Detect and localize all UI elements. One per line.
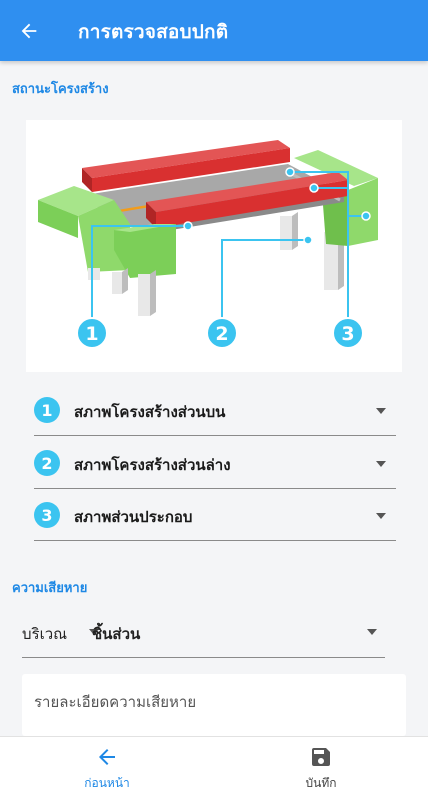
previous-button[interactable]: ก่อนหน้า bbox=[37, 737, 177, 801]
bottom-nav: ก่อนหน้า บันทึก bbox=[0, 736, 428, 801]
section-components[interactable]: 3 สภาพส่วนประกอบ bbox=[34, 488, 396, 541]
diagram-marker-3: 3 bbox=[332, 317, 364, 349]
diagram-marker-3-label: 3 bbox=[341, 323, 354, 345]
area-dropdown[interactable]: บริเวณ bbox=[22, 622, 67, 646]
section-number-badge: 2 bbox=[34, 450, 60, 476]
part-dropdown-label: ชิ้นส่วน bbox=[92, 625, 141, 643]
damage-filter-row: บริเวณ ชิ้นส่วน bbox=[22, 612, 385, 658]
leader-dots bbox=[183, 167, 371, 245]
caret-down-icon bbox=[376, 408, 386, 414]
caret-down-icon bbox=[367, 629, 377, 635]
save-icon bbox=[312, 748, 330, 766]
section-label: สภาพโครงสร้างส่วนล่าง bbox=[74, 456, 231, 474]
pier-back-mid bbox=[280, 212, 298, 250]
arrow-left-icon bbox=[99, 749, 115, 765]
bridge-diagram: 1 2 3 bbox=[26, 120, 402, 372]
section-label: สภาพส่วนประกอบ bbox=[74, 508, 193, 526]
previous-label: ก่อนหน้า bbox=[84, 776, 130, 790]
section-label: สภาพโครงสร้างส่วนบน bbox=[74, 403, 226, 421]
section-number-badge: 3 bbox=[34, 502, 60, 528]
caret-down-icon[interactable] bbox=[89, 629, 99, 635]
arrow-left-icon bbox=[21, 23, 37, 39]
diagram-marker-1-label: 1 bbox=[85, 323, 98, 345]
damage-detail-box bbox=[22, 674, 406, 736]
railing-back bbox=[82, 140, 290, 192]
damage-detail-input[interactable] bbox=[22, 674, 406, 730]
pier-front-left bbox=[88, 268, 156, 316]
page-title: การตรวจสอบปกติ bbox=[78, 21, 229, 43]
app-bar: การตรวจสอบปกติ bbox=[0, 0, 428, 61]
back-button[interactable] bbox=[14, 16, 44, 46]
save-button[interactable]: บันทึก bbox=[251, 737, 391, 801]
caret-down-icon bbox=[376, 513, 386, 519]
save-label: บันทึก bbox=[305, 776, 337, 790]
diagram-marker-1: 1 bbox=[76, 317, 108, 349]
area-dropdown-label: บริเวณ bbox=[22, 625, 68, 643]
section-superstructure[interactable]: 1 สภาพโครงสร้างส่วนบน bbox=[34, 383, 396, 436]
part-dropdown[interactable]: ชิ้นส่วน bbox=[92, 612, 385, 657]
caret-down-icon bbox=[376, 461, 386, 467]
diagram-marker-2-label: 2 bbox=[215, 323, 228, 345]
section-substructure[interactable]: 2 สภาพโครงสร้างส่วนล่าง bbox=[34, 436, 396, 489]
structure-section-title: สถานะโครงสร้าง bbox=[12, 82, 109, 97]
railing-front bbox=[146, 172, 348, 228]
leader-lines bbox=[91, 171, 366, 320]
diagram-marker-2: 2 bbox=[206, 317, 238, 349]
damage-section-title: ความเสียหาย bbox=[12, 581, 88, 596]
section-number-badge: 1 bbox=[34, 397, 60, 423]
